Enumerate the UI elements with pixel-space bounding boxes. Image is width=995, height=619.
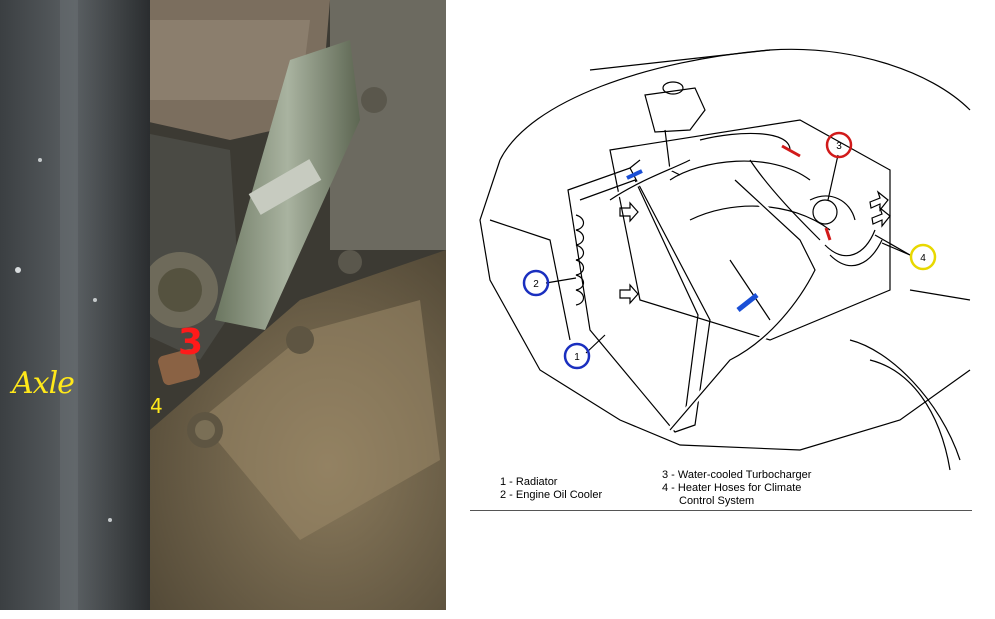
body-outline [479,159,971,451]
legend-item-heater-hoses-cont: Control System [679,495,755,507]
expansion-tank [644,87,706,133]
hood-outline [499,48,971,161]
legend-item-radiator: 1 - Radiator [500,476,558,488]
lower-hose [669,179,816,431]
callout-2-number: 2 [533,279,539,290]
cooling-system-diagram: 2 1 3 4 [470,40,980,520]
legend-item-turbocharger: 3 - Water-cooled Turbocharger [662,469,812,481]
axle-label: Axle [12,366,75,401]
callout-4-circle [909,243,937,271]
legend-item-heater-hoses: 4 - Heater Hoses for Climate [662,482,802,494]
flow-arrow-outline-3 [869,190,889,212]
callout-3-number: 3 [836,141,842,152]
flow-arrow-outline-2 [619,283,639,305]
callout-3-circle [825,131,853,159]
callout-1-number: 1 [574,352,580,363]
legend-divider [470,510,972,511]
flow-arrow-red-bottom [824,227,832,241]
legend-right: 3 - Water-cooled Turbocharger 4 - Heater… [662,469,811,508]
part-4-label: 4 [150,394,163,418]
engine-oil-cooler [575,214,585,306]
callout-1-circle [563,342,591,370]
legend-item-oil-cooler: 2 - Engine Oil Cooler [500,489,603,501]
flow-arrow-red-top [781,144,801,158]
flow-arrow-outline-1 [619,201,639,223]
flow-arrow-blue-bottom [736,293,759,312]
heater-hose-a [824,229,876,257]
radiator [567,159,711,433]
upper-hose [609,159,691,201]
flow-arrow-blue-top [626,169,643,180]
part-3-label: 3 [178,322,204,363]
callout-2-circle [522,269,550,297]
engine-bay-photo: Axle 3 4 [0,0,446,610]
engine-block [609,119,891,341]
callout-4-number: 4 [920,253,926,264]
heater-hose-b [829,239,883,267]
flow-arrow-outline-4 [871,206,891,228]
turbocharger [812,199,838,225]
legend-left: 1 - Radiator 2 - Engine Oil Cooler [500,476,602,502]
